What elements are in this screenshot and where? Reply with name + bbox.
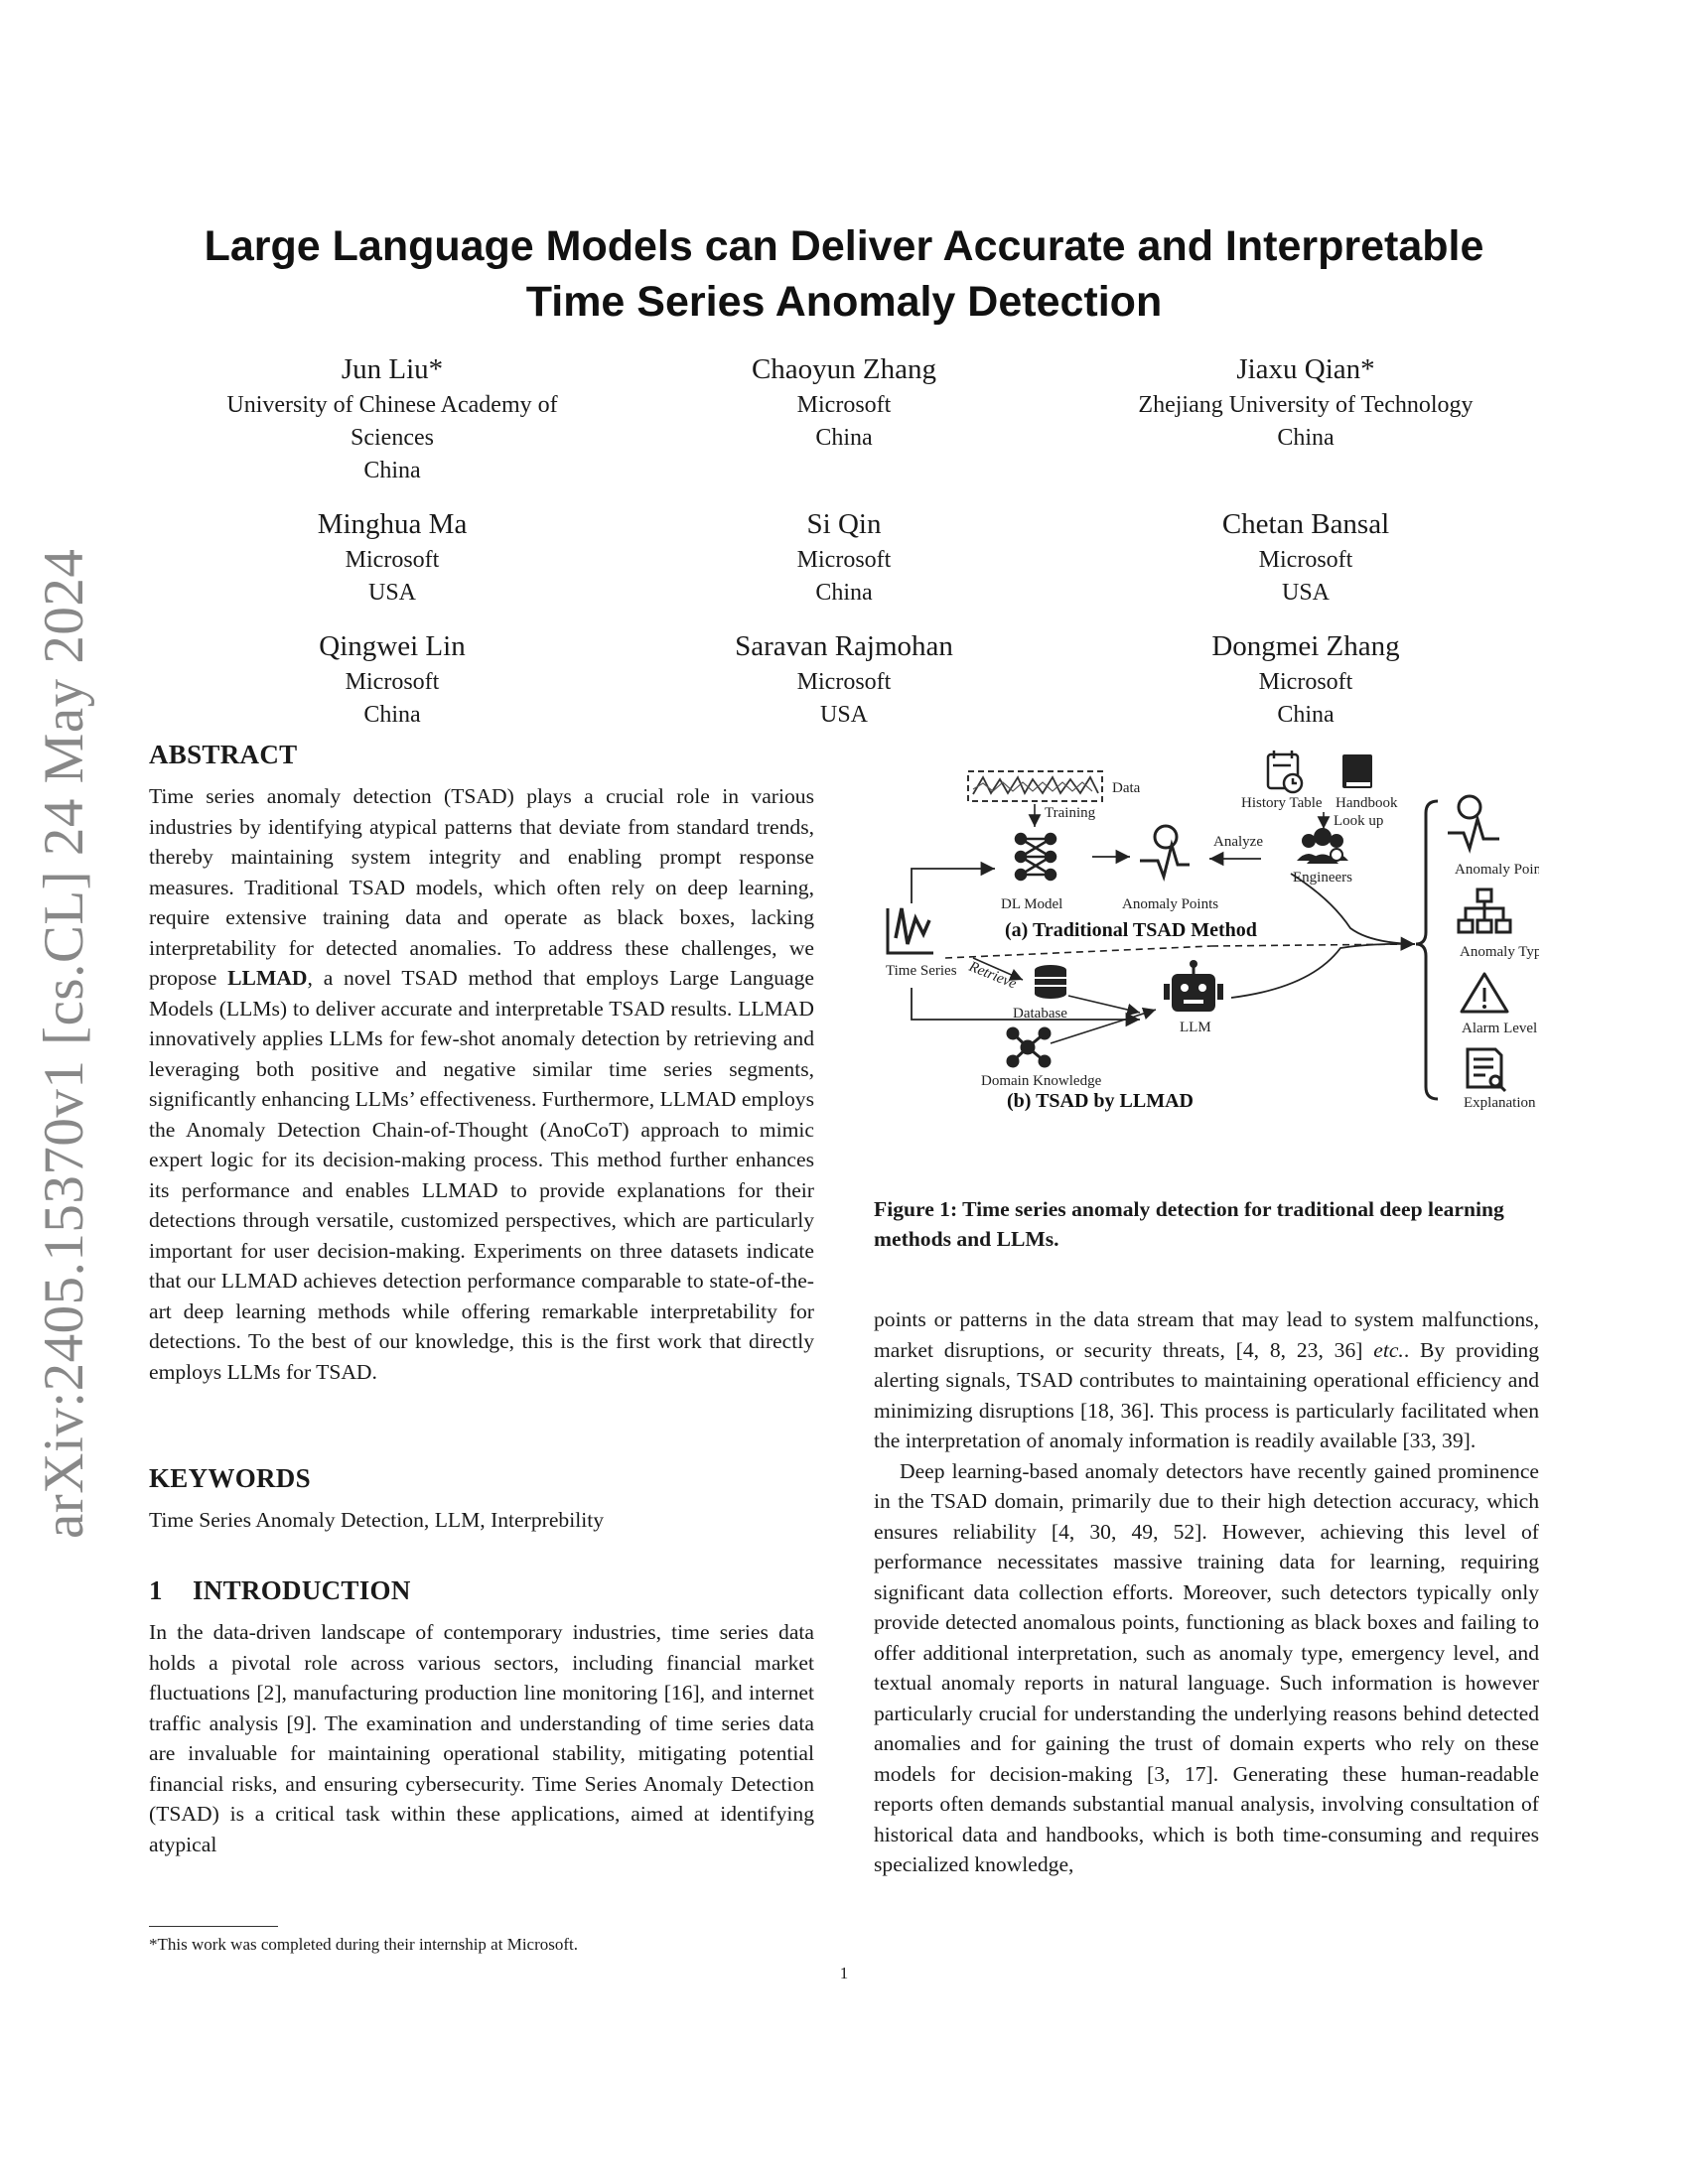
introduction-left-paragraph: In the data-driven landscape of contempo… xyxy=(149,1620,814,1856)
output-anomaly-type-icon xyxy=(1457,887,1512,934)
label-handbook: Handbook xyxy=(1336,795,1398,811)
figure-1-diagram: Data Training DL Model Anomaly Points An… xyxy=(886,751,1551,1112)
history-table-icon xyxy=(1266,751,1304,794)
label-database: Database xyxy=(1013,1006,1067,1022)
author-name: Qingwei Lin xyxy=(319,630,466,662)
label-dl-model: DL Model xyxy=(1001,896,1062,912)
author-country: China xyxy=(1277,702,1335,728)
author-country: China xyxy=(815,425,873,451)
author-country: USA xyxy=(819,702,868,728)
author-block: Jiaxu Qian* Zhejiang University of Techn… xyxy=(1077,349,1534,455)
label-out-anomaly-type: Anomaly Type xyxy=(1460,944,1539,960)
neural-network-icon xyxy=(1014,832,1057,882)
author-block: Chetan Bansal Microsoft USA xyxy=(1077,504,1534,610)
author-affiliation: Microsoft xyxy=(345,547,440,573)
author-name: Dongmei Zhang xyxy=(1211,630,1400,662)
author-country: China xyxy=(363,702,421,728)
author-country: China xyxy=(815,580,873,606)
label-domain-knowledge: Domain Knowledge xyxy=(981,1073,1102,1089)
author-affiliation: Microsoft xyxy=(345,669,440,695)
time-series-icon xyxy=(886,907,933,955)
label-out-anomaly-points: Anomaly Points xyxy=(1455,862,1539,878)
figure-1: Data Training DL Model Anomaly Points An… xyxy=(874,750,1551,1166)
abstract-text: Time series anomaly detection (TSAD) pla… xyxy=(149,784,815,1384)
abstract-section: ABSTRACT Time series anomaly detection (… xyxy=(149,738,814,1387)
database-icon xyxy=(1035,965,1066,999)
keywords-text: Time Series Anomaly Detection, LLM, Inte… xyxy=(149,1508,604,1532)
keywords-section: KEYWORDS Time Series Anomaly Detection, … xyxy=(149,1461,814,1536)
author-affiliation: University of Chinese Academy of xyxy=(226,392,558,418)
footnote: *This work was completed during their in… xyxy=(149,1935,578,1954)
introduction-right-paragraph-1: points or patterns in the data stream th… xyxy=(874,1307,1539,1452)
introduction-right-paragraph-2: Deep learning-based anomaly detectors ha… xyxy=(874,1458,1539,1877)
author-affiliation: Sciences xyxy=(351,425,434,451)
llm-robot-icon xyxy=(1164,960,1223,1012)
introduction-continued: points or patterns in the data stream th… xyxy=(874,1304,1539,1880)
keywords-heading: KEYWORDS xyxy=(149,1463,311,1493)
author-affiliation: Microsoft xyxy=(1258,547,1353,573)
paper-title: Large Language Models can Deliver Accura… xyxy=(204,222,1484,326)
label-tsad-llmad: (b) TSAD by LLMAD xyxy=(1007,1090,1194,1112)
author-block: Minghua Ma Microsoft USA xyxy=(164,504,621,610)
label-data: Data xyxy=(1112,780,1141,796)
anomaly-search-icon xyxy=(1140,824,1190,883)
author-affiliation: Microsoft xyxy=(1258,669,1353,695)
figure-caption: Figure 1: Time series anomaly detection … xyxy=(874,1197,1504,1251)
introduction-section: 1 INTRODUCTION In the data-driven landsca… xyxy=(149,1573,814,1859)
label-out-explanation: Explanation xyxy=(1464,1095,1536,1111)
author-affiliation: Microsoft xyxy=(796,547,892,573)
label-history-table: History Table xyxy=(1241,795,1323,811)
author-affiliation: Zhejiang University of Technology xyxy=(1138,392,1474,418)
engineers-icon xyxy=(1297,828,1348,864)
output-anomaly-points-icon xyxy=(1448,794,1499,854)
label-traditional-tsad: (a) Traditional TSAD Method xyxy=(1005,919,1257,941)
author-affiliation: Microsoft xyxy=(796,669,892,695)
label-anomaly-points-mid: Anomaly Points xyxy=(1122,896,1218,912)
label-analyze: Analyze xyxy=(1213,834,1263,850)
author-name: Jun Liu* xyxy=(341,353,444,385)
author-block: Qingwei Lin Microsoft China xyxy=(164,626,621,732)
label-engineers: Engineers xyxy=(1293,870,1352,886)
author-name: Si Qin xyxy=(806,508,882,540)
label-time-series: Time Series xyxy=(886,963,957,979)
author-name: Jiaxu Qian* xyxy=(1236,353,1375,385)
arxiv-identifier: arXiv:2405.15370v1 [cs.CL] 24 May 2024 xyxy=(33,548,95,1539)
author-block: Dongmei Zhang Microsoft China xyxy=(1077,626,1534,732)
label-out-alarm-level: Alarm Level xyxy=(1462,1021,1537,1036)
author-country: China xyxy=(363,458,421,483)
author-block: Si Qin Microsoft China xyxy=(616,504,1072,610)
author-name: Chaoyun Zhang xyxy=(751,353,937,385)
output-alarm-level-icon xyxy=(1460,972,1509,1014)
footnote-rule xyxy=(149,1926,278,1927)
handbook-icon xyxy=(1342,754,1372,788)
author-country: USA xyxy=(1281,580,1330,606)
label-llm: LLM xyxy=(1180,1020,1211,1035)
data-icon xyxy=(967,770,1103,802)
section-title: INTRODUCTION xyxy=(193,1575,411,1605)
abstract-heading: ABSTRACT xyxy=(149,740,298,769)
author-block: Jun Liu* University of Chinese Academy o… xyxy=(164,349,621,487)
author-country: China xyxy=(1277,425,1335,451)
domain-knowledge-icon xyxy=(1006,1026,1052,1068)
author-name: Minghua Ma xyxy=(317,508,468,540)
llmad-emphasis: LLMAD xyxy=(227,966,308,990)
author-block: Chaoyun Zhang Microsoft China xyxy=(616,349,1072,455)
section-number: 1 xyxy=(149,1575,163,1605)
author-name: Chetan Bansal xyxy=(1221,508,1390,540)
author-name: Saravan Rajmohan xyxy=(735,630,953,662)
label-training: Training xyxy=(1045,805,1096,821)
author-affiliation: Microsoft xyxy=(796,392,892,418)
author-country: USA xyxy=(367,580,416,606)
introduction-heading: 1 INTRODUCTION xyxy=(149,1573,814,1607)
output-explanation-icon xyxy=(1466,1047,1507,1093)
author-block: Saravan Rajmohan Microsoft USA xyxy=(616,626,1072,732)
label-look-up: Look up xyxy=(1334,813,1383,829)
page-number: 1 xyxy=(839,1964,849,1982)
